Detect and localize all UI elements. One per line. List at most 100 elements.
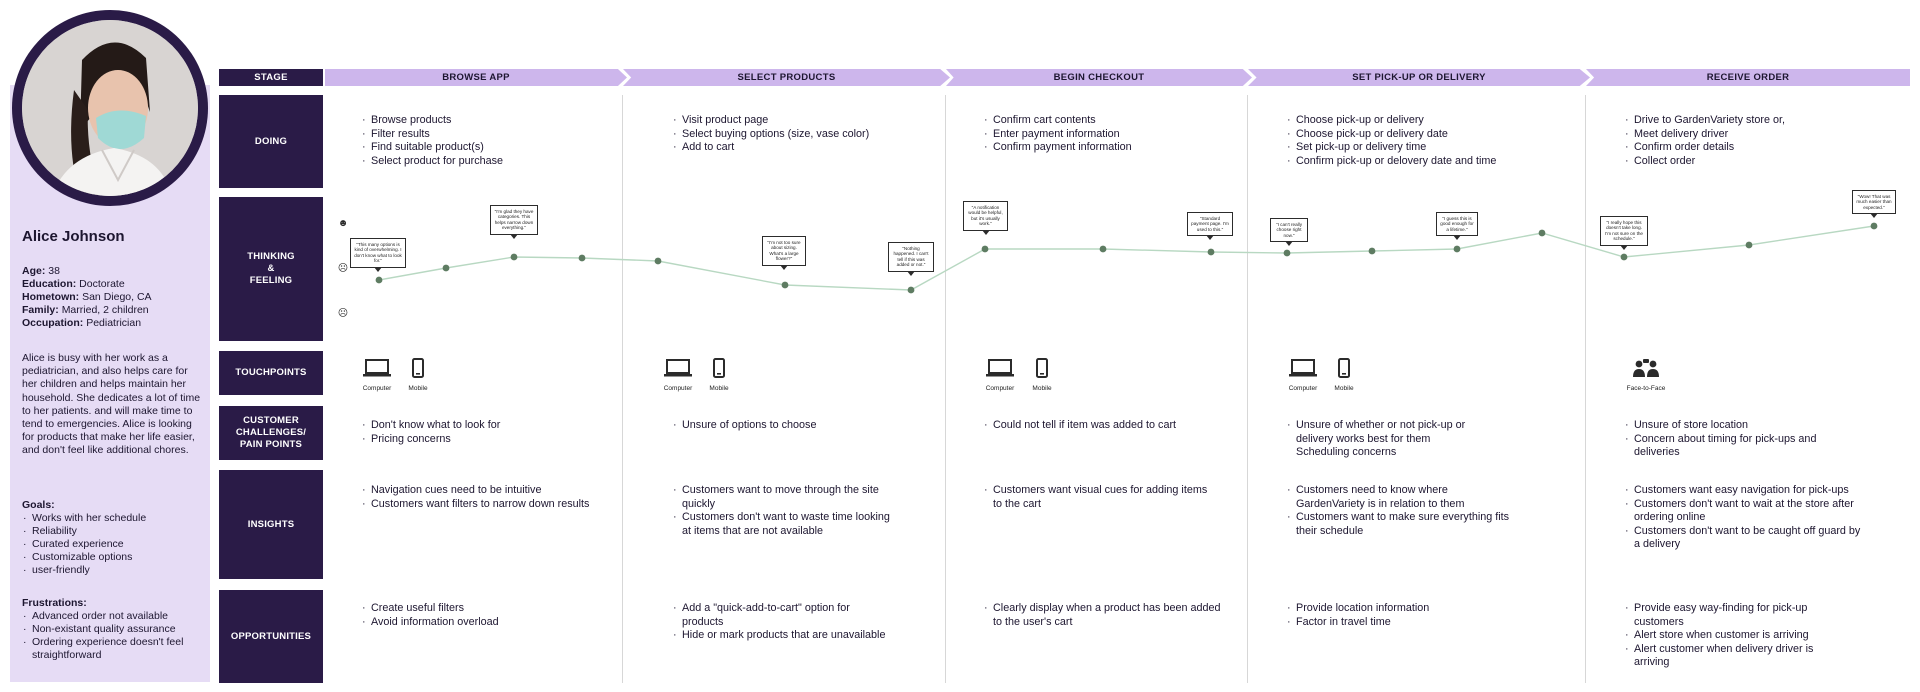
opportunities-cell-2: Add a "quick-add-to-cart" option for pro…: [671, 602, 886, 643]
opportunity-item: Alert customer when delivery driver is a…: [1623, 643, 1848, 670]
happy-face-icon: ☻: [337, 218, 349, 229]
frustration-item: Ordering experience doesn't feel straigh…: [22, 636, 204, 662]
mobile-icon: [1338, 358, 1350, 378]
touchpoint-label: Computer: [663, 385, 693, 392]
challenges-cell-1: Don't know what to look for Pricing conc…: [360, 419, 610, 446]
touchpoint-label: Mobile: [709, 385, 729, 392]
emotion-point: [510, 253, 518, 261]
row-label-opportunities: OPPORTUNITIES: [219, 590, 323, 683]
goals-heading: Goals:: [22, 499, 55, 511]
touchpoint-computer: Computer: [352, 358, 402, 392]
touchpoint-mobile: Mobile: [1017, 358, 1067, 392]
doing-item: Confirm pick-up or delovery date and tim…: [1285, 155, 1580, 169]
mobile-icon: [713, 358, 725, 378]
doing-item: Meet delivery driver: [1623, 128, 1908, 142]
doing-item: Select buying options (size, vase color): [671, 128, 936, 142]
opportunities-cell-4: Provide location information Factor in t…: [1285, 602, 1525, 629]
touchpoint-mobile: Mobile: [1319, 358, 1369, 392]
emotion-point: [654, 257, 662, 265]
doing-item: Confirm payment information: [982, 141, 1237, 155]
frustration-item: Non-existant quality assurance: [22, 623, 204, 636]
opportunities-cell-5: Provide easy way-finding for pick-up cus…: [1623, 602, 1848, 670]
insight-item: Customers don't want to wait at the stor…: [1623, 498, 1868, 525]
opportunity-item: Hide or mark products that are unavailab…: [671, 629, 886, 643]
insight-item: Customers need to know where GardenVarie…: [1285, 484, 1510, 511]
touchpoint-label: Computer: [1288, 385, 1318, 392]
touchpoint-computer: Computer: [653, 358, 703, 392]
persona-fact-education: Education: Doctorate: [22, 278, 125, 290]
doing-item: Choose pick-up or delivery date: [1285, 128, 1580, 142]
thought-bubble: "I really hope this doesn't take long. I…: [1600, 216, 1648, 250]
doing-item: Confirm order details: [1623, 141, 1908, 155]
person-illustration: [22, 20, 198, 196]
row-label-thinking: THINKING & FEELING: [219, 197, 323, 341]
challenges-cell-5: Unsure of store location Concern about t…: [1623, 419, 1863, 460]
insight-item: Customers want easy navigation for pick-…: [1623, 484, 1868, 498]
opportunity-item: Create useful filters: [360, 602, 610, 616]
mobile-icon: [412, 358, 424, 378]
opportunity-item: Alert store when customer is arriving: [1623, 629, 1848, 643]
column-divider: [1585, 95, 1586, 683]
stage-browse-app: BROWSE APP: [325, 69, 627, 86]
emotion-point: [1870, 222, 1878, 230]
goal-item: Curated experience: [22, 538, 204, 551]
insight-item: Customers want to make sure everything f…: [1285, 511, 1510, 538]
emotion-points: [375, 222, 1878, 294]
mobile-icon: [1036, 358, 1048, 378]
stage-select-products: SELECT PRODUCTS: [623, 69, 950, 86]
thought-bubble: "Nothing happened. I can't tell if this …: [888, 242, 934, 276]
challenge-item: Unsure of options to choose: [671, 419, 936, 433]
opportunity-item: Provide easy way-finding for pick-up cus…: [1623, 602, 1848, 629]
row-label-doing: DOING: [219, 95, 323, 188]
opportunities-cell-1: Create useful filters Avoid information …: [360, 602, 610, 629]
emotion-point: [375, 276, 383, 284]
challenge-item: Pricing concerns: [360, 433, 610, 447]
persona-goals: Goals: Works with her schedule Reliabili…: [22, 499, 204, 577]
thought-bubble: "Standard payment page. I'm used to this…: [1187, 212, 1233, 241]
touchpoint-label: Mobile: [408, 385, 428, 392]
face-to-face-icon: [1633, 359, 1659, 377]
persona-name: Alice Johnson: [22, 228, 125, 245]
touchpoint-label: Face-to-Face: [1626, 385, 1666, 392]
emotion-line: [378, 225, 1875, 291]
computer-icon: [664, 359, 692, 377]
computer-icon: [986, 359, 1014, 377]
stage-label: STAGE: [219, 69, 323, 86]
persona-facts: Age: 38 Education: Doctorate Hometown: S…: [22, 265, 202, 330]
opportunity-item: Clearly display when a product has been …: [982, 602, 1222, 629]
column-divider: [1247, 95, 1248, 683]
touchpoint-label: Computer: [985, 385, 1015, 392]
emotion-point: [1745, 241, 1753, 249]
doing-cell-1: Browse products Filter results Find suit…: [360, 114, 610, 168]
insight-item: Customers want filters to narrow down re…: [360, 498, 590, 512]
doing-item: Drive to GardenVariety store or,: [1623, 114, 1908, 128]
emotion-point: [1538, 229, 1546, 237]
emotion-point: [1283, 249, 1291, 257]
avatar: [12, 10, 208, 206]
neutral-face-icon: ☹: [337, 263, 349, 274]
challenge-item: Unsure of whether or not pick-up or deli…: [1285, 419, 1495, 446]
stage-begin-checkout: BEGIN CHECKOUT: [946, 69, 1252, 86]
insight-item: Customers don't want to waste time looki…: [671, 511, 893, 538]
stage-set-pickup-delivery: SET PICK-UP OR DELIVERY: [1248, 69, 1590, 86]
goal-item: Customizable options: [22, 551, 204, 564]
goal-item: Works with her schedule: [22, 512, 204, 525]
persona-frustrations: Frustrations: Advanced order not availab…: [22, 597, 204, 662]
touchpoint-computer: Computer: [975, 358, 1025, 392]
touchpoint-mobile: Mobile: [393, 358, 443, 392]
emotion-point: [1099, 245, 1107, 253]
opportunities-cell-3: Clearly display when a product has been …: [982, 602, 1222, 629]
doing-cell-3: Confirm cart contents Enter payment info…: [982, 114, 1237, 155]
challenges-cell-2: Unsure of options to choose: [671, 419, 936, 433]
insights-cell-2: Customers want to move through the site …: [671, 484, 893, 538]
persona-fact-family: Family: Married, 2 children: [22, 304, 149, 316]
doing-cell-2: Visit product page Select buying options…: [671, 114, 936, 155]
row-label-touchpoints: TOUCHPOINTS: [219, 351, 323, 395]
goal-item: user-friendly: [22, 564, 204, 577]
doing-item: Find suitable product(s): [360, 141, 610, 155]
opportunity-item: Add a "quick-add-to-cart" option for pro…: [671, 602, 886, 629]
challenge-item: Could not tell if item was added to cart: [982, 419, 1237, 433]
stage-receive-order: RECEIVE ORDER: [1586, 69, 1910, 86]
goal-item: Reliability: [22, 525, 204, 538]
column-divider: [622, 95, 623, 683]
